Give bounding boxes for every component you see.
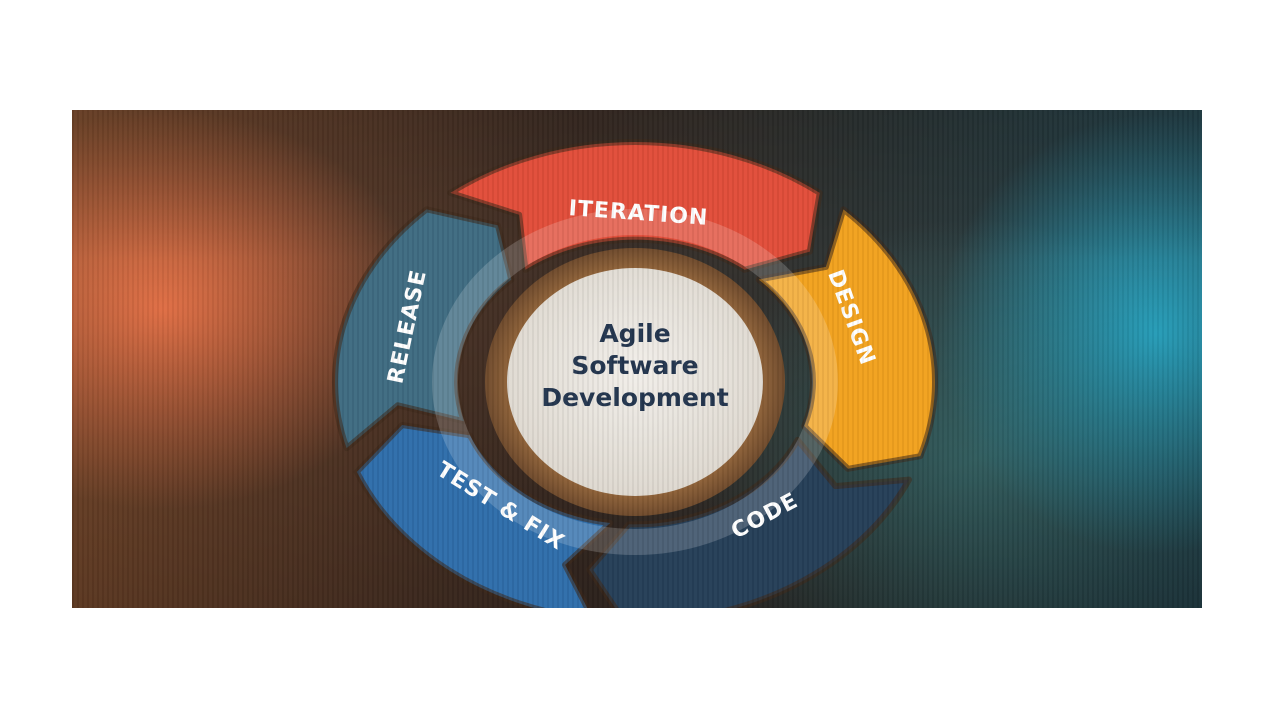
segment-code <box>586 436 913 608</box>
center-title-line1: Agile <box>599 319 670 348</box>
agile-cycle-diagram: Agile Software Development ITERATION DES… <box>332 139 938 608</box>
segment-release <box>332 206 515 452</box>
segment-iteration <box>447 139 823 273</box>
center-circle <box>507 268 763 496</box>
cycle-segments <box>332 139 938 608</box>
segment-test-fix <box>353 422 614 608</box>
center-title-line2: Software <box>571 351 698 380</box>
segment-design <box>755 206 938 472</box>
agile-cycle-banner: Agile Software Development ITERATION DES… <box>72 110 1202 608</box>
center-title-line3: Development <box>541 383 728 412</box>
halo-ring <box>432 209 838 555</box>
